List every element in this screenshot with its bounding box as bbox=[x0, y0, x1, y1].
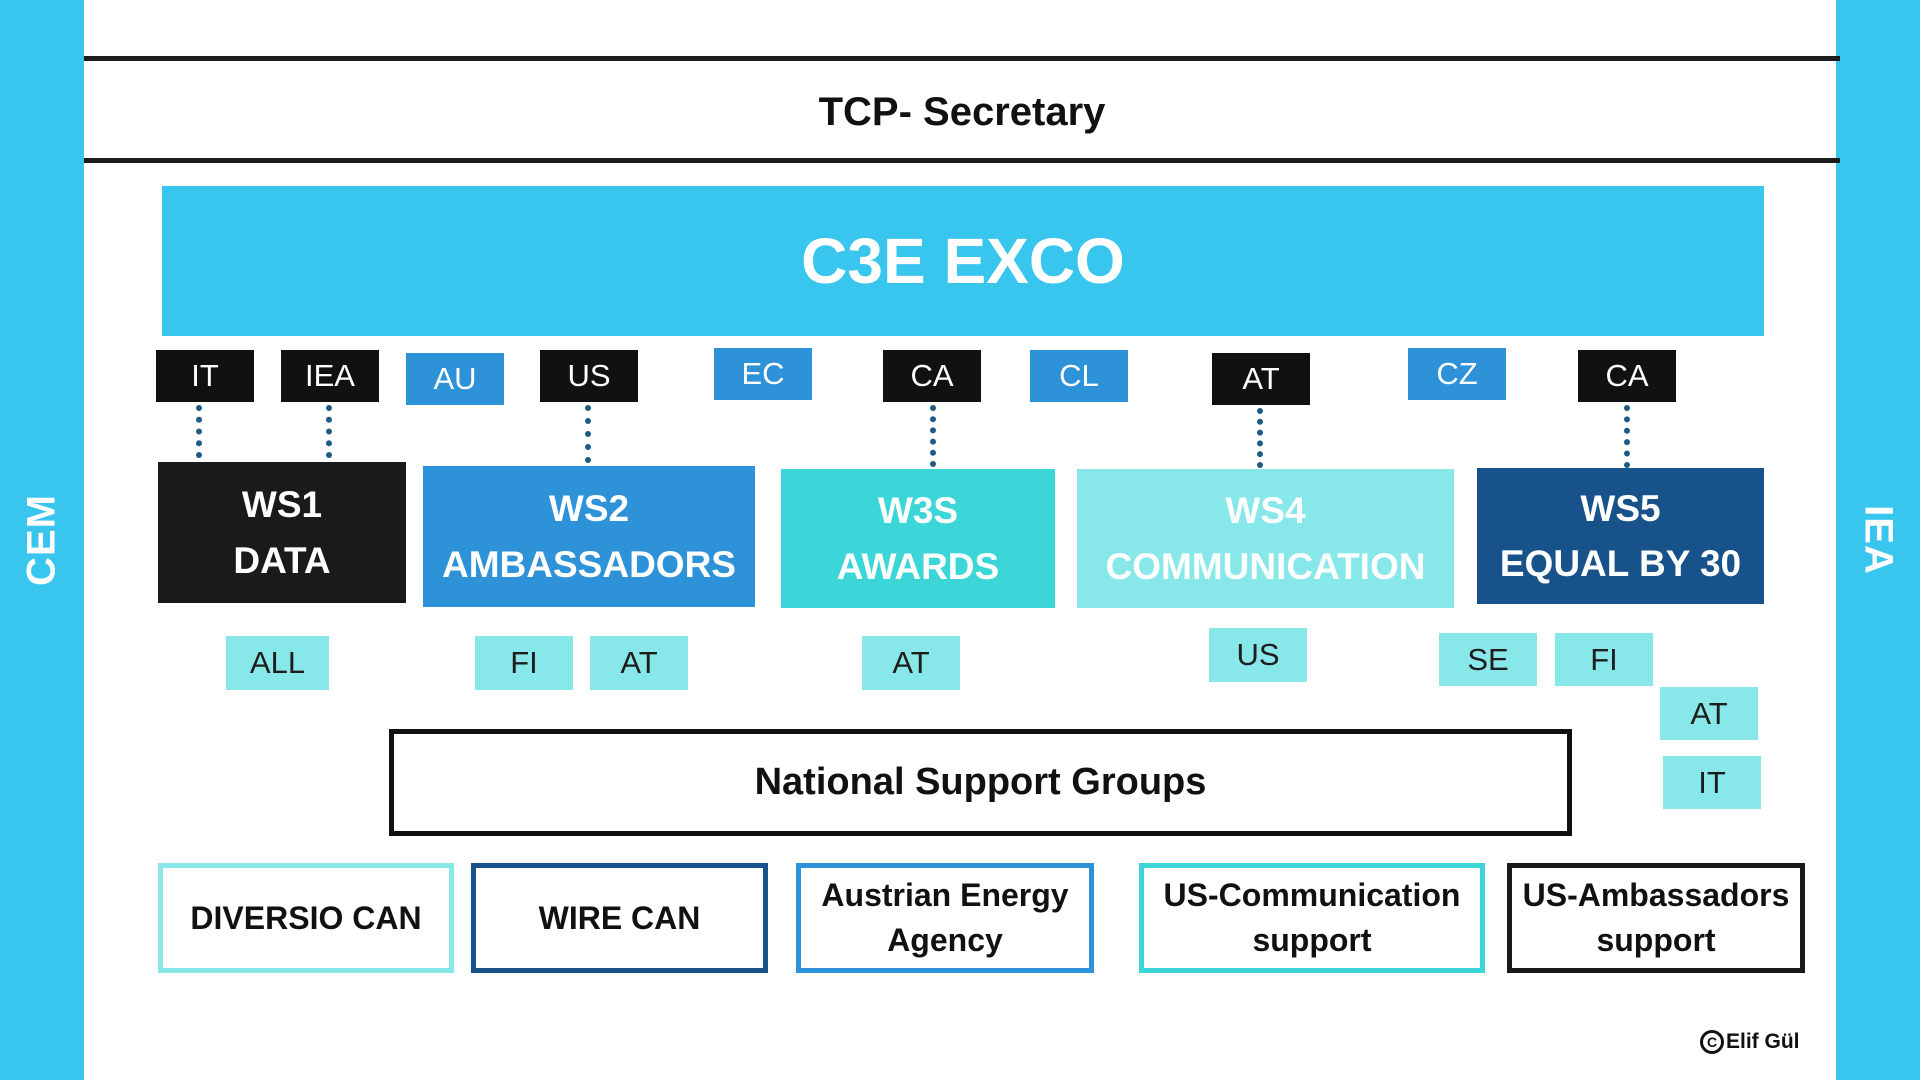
bottom-tag-se: SE bbox=[1439, 633, 1537, 686]
bottom-tag-fi-ws5: FI bbox=[1555, 633, 1653, 686]
national-support-groups-box: National Support Groups bbox=[389, 729, 1572, 836]
bottom-tag-it-ws5: IT bbox=[1663, 756, 1761, 809]
connector-ca-ws3 bbox=[930, 405, 936, 467]
top-tag-ca-ws3: CA bbox=[883, 350, 981, 402]
bottom-tag-at-ws3: AT bbox=[862, 636, 960, 690]
org-us-amb-line1: US-Ambassadors bbox=[1522, 877, 1790, 914]
ws3-code: W3S bbox=[877, 490, 959, 531]
ws2-box: WS2 AMBASSADORS bbox=[423, 466, 755, 607]
ws5-box: WS5 EQUAL BY 30 bbox=[1477, 468, 1764, 604]
org-wire-can-line1: WIRE CAN bbox=[538, 899, 701, 936]
ws5-code: WS5 bbox=[1580, 487, 1661, 529]
iea-side-bar: IEA bbox=[1836, 0, 1920, 1080]
secretary-bottom-line bbox=[84, 158, 1840, 163]
connector-it-ws1 bbox=[196, 405, 202, 458]
ws2-code: WS2 bbox=[548, 488, 630, 529]
ws4-box: WS4 COMMUNICATION bbox=[1077, 469, 1454, 608]
top-tag-us: US bbox=[540, 350, 638, 402]
cem-side-bar: CEM bbox=[0, 0, 84, 1080]
top-tag-au: AU bbox=[406, 353, 504, 405]
c3e-exco-box: C3E EXCO bbox=[162, 186, 1764, 336]
top-tag-at: AT bbox=[1212, 353, 1310, 405]
org-us-communication-support: US-Communication support bbox=[1139, 863, 1485, 973]
bottom-tag-at-ws2: AT bbox=[590, 636, 688, 690]
top-tag-cl: CL bbox=[1030, 350, 1128, 402]
ws1-box: WS1 DATA bbox=[158, 462, 406, 603]
org-us-comm-line2: support bbox=[1252, 922, 1372, 958]
connector-iea-ws1 bbox=[326, 405, 332, 458]
ws4-name: COMMUNICATION bbox=[1105, 545, 1426, 587]
connector-at-ws4 bbox=[1257, 408, 1263, 468]
copyright-notice: C Elif Gül bbox=[1700, 1030, 1800, 1054]
org-wire-can: WIRE CAN bbox=[471, 863, 768, 973]
top-tag-cz: CZ bbox=[1408, 348, 1506, 400]
org-aea-line1: Austrian Energy bbox=[821, 877, 1069, 914]
connector-ca-ws5 bbox=[1624, 405, 1630, 468]
copyright-icon: C bbox=[1700, 1030, 1724, 1054]
org-diversio-can: DIVERSIO CAN bbox=[158, 863, 454, 973]
bottom-tag-us-ws4: US bbox=[1209, 628, 1307, 682]
top-tag-iea: IEA bbox=[281, 350, 379, 402]
ws3-name: AWARDS bbox=[836, 545, 1000, 587]
secretary-top-line bbox=[84, 56, 1840, 61]
bottom-tag-at-ws5: AT bbox=[1660, 687, 1758, 740]
bottom-tag-all: ALL bbox=[226, 636, 329, 690]
ws3-box: W3S AWARDS bbox=[781, 469, 1055, 608]
bottom-tag-fi-ws2: FI bbox=[475, 636, 573, 690]
ws2-name: AMBASSADORS bbox=[442, 543, 736, 585]
org-diversio-can-line1: DIVERSIO CAN bbox=[190, 899, 422, 936]
org-us-amb-line2: support bbox=[1596, 922, 1716, 958]
top-tag-ca-ws5: CA bbox=[1578, 350, 1676, 402]
ws1-code: WS1 bbox=[241, 484, 323, 525]
ws4-code: WS4 bbox=[1225, 490, 1306, 531]
org-us-comm-line1: US-Communication bbox=[1163, 877, 1461, 914]
copyright-author: Elif Gül bbox=[1726, 1030, 1800, 1053]
org-us-ambassadors-support: US-Ambassadors support bbox=[1507, 863, 1805, 973]
org-austrian-energy-agency: Austrian Energy Agency bbox=[796, 863, 1094, 973]
iea-label: IEA bbox=[1856, 505, 1901, 575]
top-tag-it: IT bbox=[156, 350, 254, 402]
top-tag-ec: EC bbox=[714, 348, 812, 400]
cem-label: CEM bbox=[19, 494, 64, 586]
ws5-name: EQUAL BY 30 bbox=[1499, 543, 1742, 584]
org-aea-line2: Agency bbox=[887, 922, 1003, 958]
ws1-name: DATA bbox=[233, 539, 331, 581]
connector-us-ws2 bbox=[585, 405, 591, 463]
tcp-secretary: TCP- Secretary bbox=[818, 89, 1106, 134]
